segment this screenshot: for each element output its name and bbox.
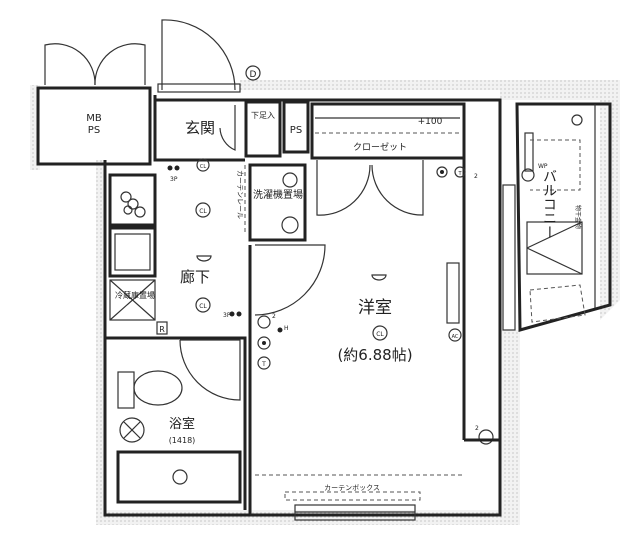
bathtub xyxy=(116,450,242,504)
svg-text:2: 2 xyxy=(475,425,479,432)
washbasin xyxy=(119,417,145,443)
curtain-box-label: カーテンボックス xyxy=(324,484,380,492)
outlet-3p-icon: 3P xyxy=(223,311,242,319)
svg-text:H: H xyxy=(284,325,289,332)
svg-text:CL: CL xyxy=(199,303,207,310)
closet-doors[interactable] xyxy=(316,160,424,216)
curtain-rail-label: カーテンレール xyxy=(236,170,244,219)
refrigerator-marker: R xyxy=(159,325,165,334)
ps-box: PS xyxy=(282,100,310,154)
svg-text:AC: AC xyxy=(452,334,459,340)
svg-text:3P: 3P xyxy=(170,176,178,183)
svg-text:T: T xyxy=(457,171,462,177)
kitchen-sink xyxy=(108,226,157,278)
entrance-label: 玄関 xyxy=(185,119,215,137)
closet-label: クローゼット xyxy=(353,141,407,153)
bathroom-label: 浴室 xyxy=(169,416,195,432)
shoe-box: 下足入 xyxy=(244,100,282,158)
shoe-box-label: 下足入 xyxy=(251,111,275,120)
svg-text:CL: CL xyxy=(199,208,207,215)
wall-panel xyxy=(446,262,460,324)
washer-space: 洗濯機置場 xyxy=(248,163,307,242)
western-room-door[interactable] xyxy=(254,244,326,316)
outlet-icon: 2 xyxy=(475,425,494,445)
western-room-label: 洋室 xyxy=(358,298,392,318)
bracket-light-icon xyxy=(196,255,212,262)
mbps-double-door[interactable] xyxy=(44,43,146,86)
fridge-space: 冷蔵庫置場 R xyxy=(109,279,168,335)
ceiling-light-icon: CL xyxy=(195,202,211,218)
washer-space-label: 洗濯機置場 xyxy=(253,188,303,201)
outlet-top-right: T 2 xyxy=(436,166,478,180)
stove xyxy=(108,173,157,227)
bathroom-door[interactable] xyxy=(179,339,241,401)
ps-label: PS xyxy=(290,125,302,136)
outlet-3p-icon: 3P xyxy=(167,165,180,183)
western-room-size: (約6.88帖) xyxy=(337,346,412,364)
ceiling-light-icon: CL xyxy=(372,325,388,341)
ceiling-light-icon: CL xyxy=(196,158,210,172)
door-marker: D xyxy=(245,65,261,81)
hallway-label: 廊下 xyxy=(180,268,210,286)
aircon-outlet-icon: AC xyxy=(448,328,462,342)
balcony-label: バルコニー xyxy=(541,169,557,239)
svg-text:D: D xyxy=(250,70,257,80)
entrance-door[interactable] xyxy=(157,19,241,93)
entrance-inner-door[interactable] xyxy=(219,105,236,151)
balcony: WP 物干金物 xyxy=(502,102,612,332)
toilet xyxy=(117,370,183,409)
laundry-hardware-label: 物干金物 xyxy=(574,205,582,229)
wp-marker: WP xyxy=(538,163,548,170)
svg-text:2: 2 xyxy=(272,313,276,320)
fridge-space-label: 冷蔵庫置場 xyxy=(115,290,155,300)
closet: +100 クローゼット xyxy=(310,102,466,160)
bathroom-size: (1418) xyxy=(169,436,196,445)
mbps-label: MB xyxy=(86,113,102,124)
switch-cluster: 2 H T xyxy=(257,313,289,370)
svg-text:CL: CL xyxy=(376,331,384,338)
svg-text:CL: CL xyxy=(200,164,206,170)
window[interactable] xyxy=(294,504,416,521)
svg-text:3P: 3P xyxy=(223,312,231,319)
ceiling-light-icon: CL xyxy=(195,297,211,313)
closet-level-label: +100 xyxy=(418,117,443,127)
mbps-label-2: PS xyxy=(88,125,100,136)
svg-text:T: T xyxy=(261,361,266,368)
bracket-light-icon xyxy=(371,274,387,281)
curtain-box: カーテンボックス xyxy=(284,484,421,501)
mb-ps-box: MB PS xyxy=(36,86,152,166)
svg-text:2: 2 xyxy=(474,173,478,180)
